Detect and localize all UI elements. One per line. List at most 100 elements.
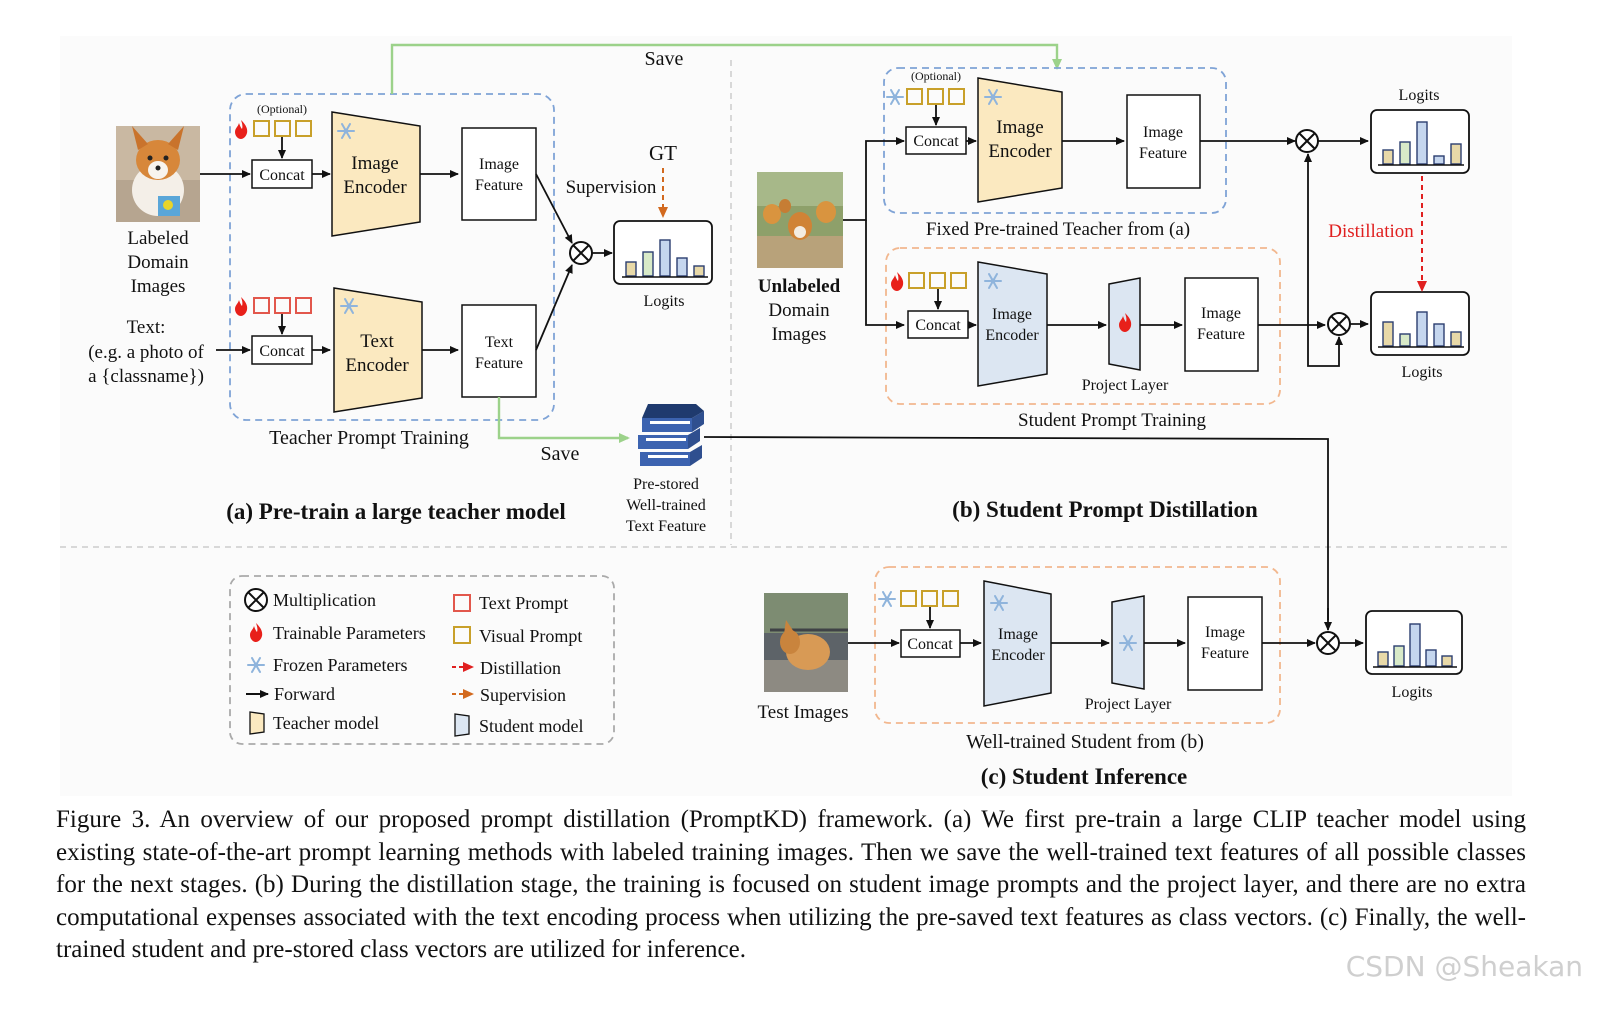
- labeled-images-label-3: Images: [131, 276, 186, 297]
- panel-c: Test Images Concat Image Encoder Project…: [757, 566, 1463, 789]
- text-feature-label-1: Text: [485, 334, 514, 351]
- legend-visual-prompt: Visual Prompt: [479, 626, 582, 646]
- distillation-label: Distillation: [1328, 221, 1414, 242]
- test-photo: [764, 593, 848, 692]
- image-encoder-label-1: Image: [351, 153, 398, 174]
- legend-trainable: Trainable Parameters: [273, 623, 426, 643]
- save-arrow-bottom: [497, 397, 630, 443]
- image-encoder-label-2: Encoder: [343, 177, 407, 198]
- image-feature-label-2: Feature: [1197, 326, 1245, 343]
- logits-bottom-label: Logits: [1402, 364, 1443, 381]
- image-feature-label-1: Image: [479, 156, 519, 173]
- image-encoder-label-2: Encoder: [985, 327, 1039, 344]
- visual-prompt-icon: [453, 626, 471, 644]
- logits-bars: [1378, 311, 1464, 348]
- multiplication-icon: [1316, 631, 1340, 655]
- text-prompt-tokens: [253, 297, 312, 314]
- legend-frozen: Frozen Parameters: [273, 655, 407, 675]
- text-feature-label-2: Feature: [475, 355, 523, 372]
- test-images-label: Test Images: [757, 702, 848, 723]
- image-encoder-label-2: Encoder: [988, 141, 1052, 162]
- legend-forward: Forward: [274, 684, 335, 704]
- text-input-label-2: (e.g. a photo of: [88, 342, 204, 363]
- labeled-images-label-1: Labeled: [127, 228, 189, 249]
- text-input-label-3: a {classname}): [88, 366, 204, 387]
- image-feature-box-student: [1184, 277, 1259, 372]
- well-trained-student-box: [874, 566, 1281, 724]
- panel-a-title: (a) Pre-train a large teacher model: [226, 499, 566, 524]
- logits-label: Logits: [1392, 684, 1433, 701]
- text-encoder-label-2: Encoder: [345, 355, 409, 376]
- image-feature-label-1: Image: [1143, 124, 1183, 141]
- logits-bars: [1378, 121, 1464, 166]
- prestored-label-2: Well-trained: [626, 497, 706, 514]
- teacher-text-encoder: [333, 287, 423, 413]
- panel-b: Unlabeled Domain Images (Optional) Conca…: [703, 67, 1470, 631]
- image-feature-label-1: Image: [1205, 624, 1245, 641]
- image-encoder-label-1: Image: [992, 306, 1032, 323]
- concat-label: Concat: [915, 317, 961, 334]
- prestored-label-1: Pre-stored: [633, 476, 699, 493]
- teacher-box-label: Fixed Pre-trained Teacher from (a): [926, 219, 1190, 240]
- concat-label: Concat: [259, 167, 305, 184]
- text-prompt-icon: [453, 594, 471, 612]
- student-box-label: Well-trained Student from (b): [966, 731, 1204, 753]
- multiplication-icon: [244, 588, 268, 612]
- visual-prompt-tokens: [900, 590, 959, 607]
- image-feature-label-1: Image: [1201, 305, 1241, 322]
- labeled-images-label-2: Domain: [127, 252, 189, 273]
- visual-prompt-tokens: [906, 88, 965, 105]
- visual-prompt-tokens: [908, 272, 967, 289]
- save-arrow-top: [390, 43, 1062, 94]
- prestored-label-3: Text Feature: [626, 518, 706, 535]
- panel-b-title: (b) Student Prompt Distillation: [952, 497, 1258, 522]
- legend-distillation: Distillation: [480, 658, 561, 678]
- optional-label: (Optional): [257, 102, 307, 116]
- logits-bars: [622, 239, 708, 278]
- supervision-label: Supervision: [566, 177, 657, 198]
- legend: Multiplication Trainable Parameters Froz…: [229, 575, 615, 745]
- corgis-photo: [757, 172, 843, 268]
- watermark: CSDN @Sheakan: [1345, 950, 1583, 983]
- student-box-label: Student Prompt Training: [1018, 410, 1206, 431]
- project-layer-label: Project Layer: [1082, 377, 1169, 394]
- text-feature-line: [703, 436, 1329, 620]
- student-image-encoder: [983, 580, 1052, 707]
- teacher-model-icon: [249, 711, 265, 735]
- image-feature-box: [461, 127, 537, 221]
- logits-top-label: Logits: [1399, 87, 1440, 104]
- concat-label: Concat: [907, 636, 953, 653]
- teacher-image-encoder: [331, 111, 421, 237]
- optional-label: (Optional): [911, 69, 961, 83]
- image-encoder-label-1: Image: [996, 117, 1043, 138]
- image-encoder-label-2: Encoder: [991, 647, 1045, 664]
- corgi-photo: [116, 126, 200, 222]
- books-icon: [638, 404, 704, 466]
- student-prompt-training-box: [885, 247, 1281, 405]
- save-bottom-label: Save: [541, 443, 580, 465]
- framework-diagram: Labeled Domain Images Text: (e.g. a phot…: [60, 43, 1512, 789]
- multiplication-icon: [1295, 129, 1319, 153]
- image-feature-label-2: Feature: [475, 177, 523, 194]
- text-feature-box: [461, 304, 537, 398]
- text-encoder-label-1: Text: [360, 331, 394, 352]
- figure-caption: Figure 3. An overview of our proposed pr…: [56, 804, 1526, 967]
- student-image-encoder: [977, 261, 1048, 387]
- unlabeled-label-2: Domain: [768, 300, 830, 321]
- image-feature-label-2: Feature: [1139, 145, 1187, 162]
- image-feature-label-2: Feature: [1201, 645, 1249, 662]
- image-feature-box-inference: [1187, 596, 1263, 691]
- save-top-label: Save: [645, 48, 684, 70]
- text-input-label-1: Text:: [127, 317, 166, 338]
- caption-text: Figure 3. An overview of our proposed pr…: [56, 806, 1526, 963]
- multiplication-icon: [569, 241, 593, 265]
- legend-multiplication: Multiplication: [273, 590, 376, 610]
- legend-supervision: Supervision: [480, 685, 566, 705]
- logits-label: Logits: [644, 293, 685, 310]
- legend-student: Student model: [479, 716, 584, 736]
- image-feature-box-teacher: [1126, 94, 1201, 189]
- legend-teacher: Teacher model: [273, 713, 379, 733]
- unlabeled-label-3: Images: [772, 324, 827, 345]
- visual-prompt-tokens: [253, 120, 312, 137]
- concat-box-student: [907, 310, 969, 339]
